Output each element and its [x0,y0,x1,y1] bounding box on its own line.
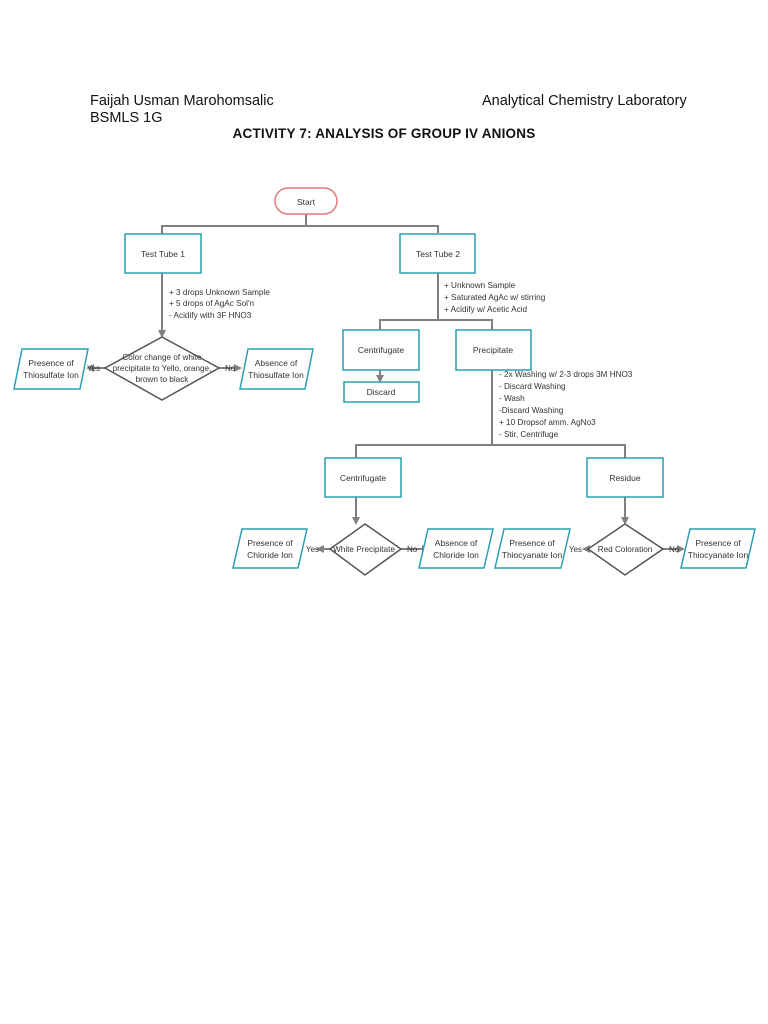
decision-color-change [103,336,221,401]
start-terminal [274,187,338,215]
absence-chloride-line-1: Absence of [435,538,478,548]
no-label-3: No [669,545,680,554]
centrifugate-1-box [342,329,420,371]
precipitate-box [455,329,532,371]
discard-box [343,381,420,403]
tt2-step-3: + Acidify w/ Acetic Acid [444,305,527,314]
precipitate-step-1: - 2x Washing w/ 2-3 drops 3M HNO3 [499,370,633,379]
tt1-step-1: + 3 drops Unknown Sample [169,288,270,297]
precipitate-step-6: - Stir, Centrifuge [499,430,559,439]
course-section: BSMLS 1G [90,110,163,126]
absence-chloride-line-2: Chloride Ion [433,550,479,560]
tt2-step-2: + Saturated AgAc w/ stirring [444,293,546,302]
presence-thiosulfate-box [13,348,89,390]
presence-thiosulfate-line-1: Presence of [28,358,74,368]
thiocyanate-no-branch-box [680,528,756,569]
absence-thiosulfate-line-2: Thiosulfate Ion [248,370,304,380]
test-tube-1-label: Test Tube 1 [141,249,185,259]
connectors [86,214,685,553]
decision-1-line-1: Color change of white [122,353,202,362]
presence-thiocyanate-box [494,528,571,569]
absence-thiosulfate-line-1: Absence of [255,358,298,368]
no-label-2: No [407,545,418,554]
test-tube-2-box [399,233,476,274]
absence-thiosulfate-box [239,348,314,390]
no-label-1: No [225,364,236,373]
centrifugate-2-label: Centrifugate [340,473,387,483]
test-tube-2-label: Test Tube 2 [416,249,460,259]
tt2-step-1: + Unknown Sample [444,281,516,290]
start-label: Start [297,197,316,207]
lab-name: Analytical Chemistry Laboratory [482,93,687,109]
decision-1-line-2: precipitate to Yello, orange, [113,364,212,373]
discard-label: Discard [367,387,396,397]
decision-1-line-3: brown to black [136,375,190,384]
presence-thiocyanate-line-1: Presence of [509,538,555,548]
tt1-step-2: + 5 drops of AgAc Sol'n [169,299,255,308]
decision-white-precipitate [328,523,403,576]
thiocyanate-no-branch-line-2: Thiocyanate Ion [688,550,749,560]
precipitate-step-3: - Wash [499,394,525,403]
test-tube-1-box [124,233,202,274]
yes-label-1: Yes [87,364,100,373]
precipitate-step-5: + 10 Dropsof amm. AgNo3 [499,418,596,427]
precipitate-step-4: -Discard Washing [499,406,564,415]
residue-box [586,457,664,498]
page-title: ACTIVITY 7: ANALYSIS OF GROUP IV ANIONS [232,126,536,141]
yes-label-3: Yes [569,545,582,554]
connector-split-bottom [355,444,626,458]
centrifugate-1-label: Centrifugate [358,345,405,355]
thiocyanate-no-branch-line-1: Presence of [695,538,741,548]
connector-split-top [158,225,439,239]
tt1-step-3: - Acidify with 3F HNO3 [169,311,252,320]
yes-label-2: Yes [306,545,319,554]
decision-red-coloration [586,523,665,576]
presence-thiosulfate-line-2: Thiosulfate Ion [23,370,79,380]
precipitate-label: Precipitate [473,345,513,355]
decision-red-label: Red Coloration [598,545,653,554]
presence-chloride-box [232,528,308,569]
presence-thiocyanate-line-2: Thiocyanate Ion [502,550,563,560]
author-name: Faijah Usman Marohomsalic [90,93,274,109]
residue-label: Residue [609,473,640,483]
decision-white-label: White Precipitate [333,545,395,554]
presence-chloride-line-2: Chloride Ion [247,550,293,560]
absence-chloride-box [418,528,494,569]
presence-chloride-line-1: Presence of [247,538,293,548]
centrifugate-2-box [324,457,402,498]
precipitate-step-2: - Discard Washing [499,382,566,391]
connector-split-mid [379,319,493,330]
